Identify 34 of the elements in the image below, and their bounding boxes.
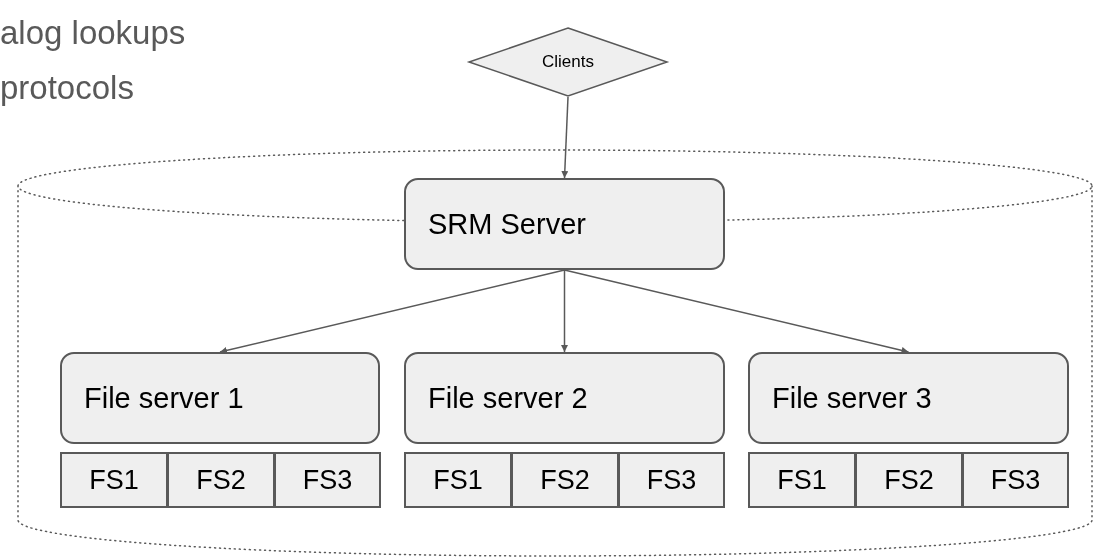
arrow	[561, 96, 569, 179]
diamond-label: Clients	[542, 52, 594, 72]
server-box	[404, 178, 725, 270]
box-label: File server 3	[772, 381, 932, 415]
filesystem-cell	[962, 452, 1069, 508]
filesystem-cell	[404, 452, 512, 508]
cell-label: FS2	[540, 464, 590, 496]
filesystem-cell	[855, 452, 963, 508]
cell-label: FS3	[990, 464, 1041, 496]
filesystem-cell	[60, 452, 168, 508]
arrow	[219, 269, 566, 354]
arrow	[561, 269, 568, 353]
box-label: File server 1	[84, 381, 244, 415]
slide-text: protocols	[0, 69, 134, 107]
filesystem-cell	[511, 452, 619, 508]
cell-label: FS1	[89, 464, 139, 496]
cell-label: FS1	[433, 464, 483, 496]
filesystem-cell	[748, 452, 856, 508]
arrow	[563, 269, 910, 354]
filesystem-cell	[274, 452, 381, 508]
server-box	[404, 352, 725, 444]
cell-label: FS3	[302, 464, 353, 496]
box-label: File server 2	[428, 381, 588, 415]
server-box	[748, 352, 1069, 444]
cell-label: FS1	[777, 464, 827, 496]
filesystem-cell	[618, 452, 725, 508]
box-label: SRM Server	[428, 207, 586, 241]
server-box	[60, 352, 380, 444]
cell-label: FS2	[884, 464, 934, 496]
cell-label: FS3	[646, 464, 697, 496]
cell-label: FS2	[196, 464, 246, 496]
decision-diamond	[468, 27, 668, 97]
slide-text: alog lookups	[0, 14, 186, 52]
filesystem-cell	[167, 452, 275, 508]
